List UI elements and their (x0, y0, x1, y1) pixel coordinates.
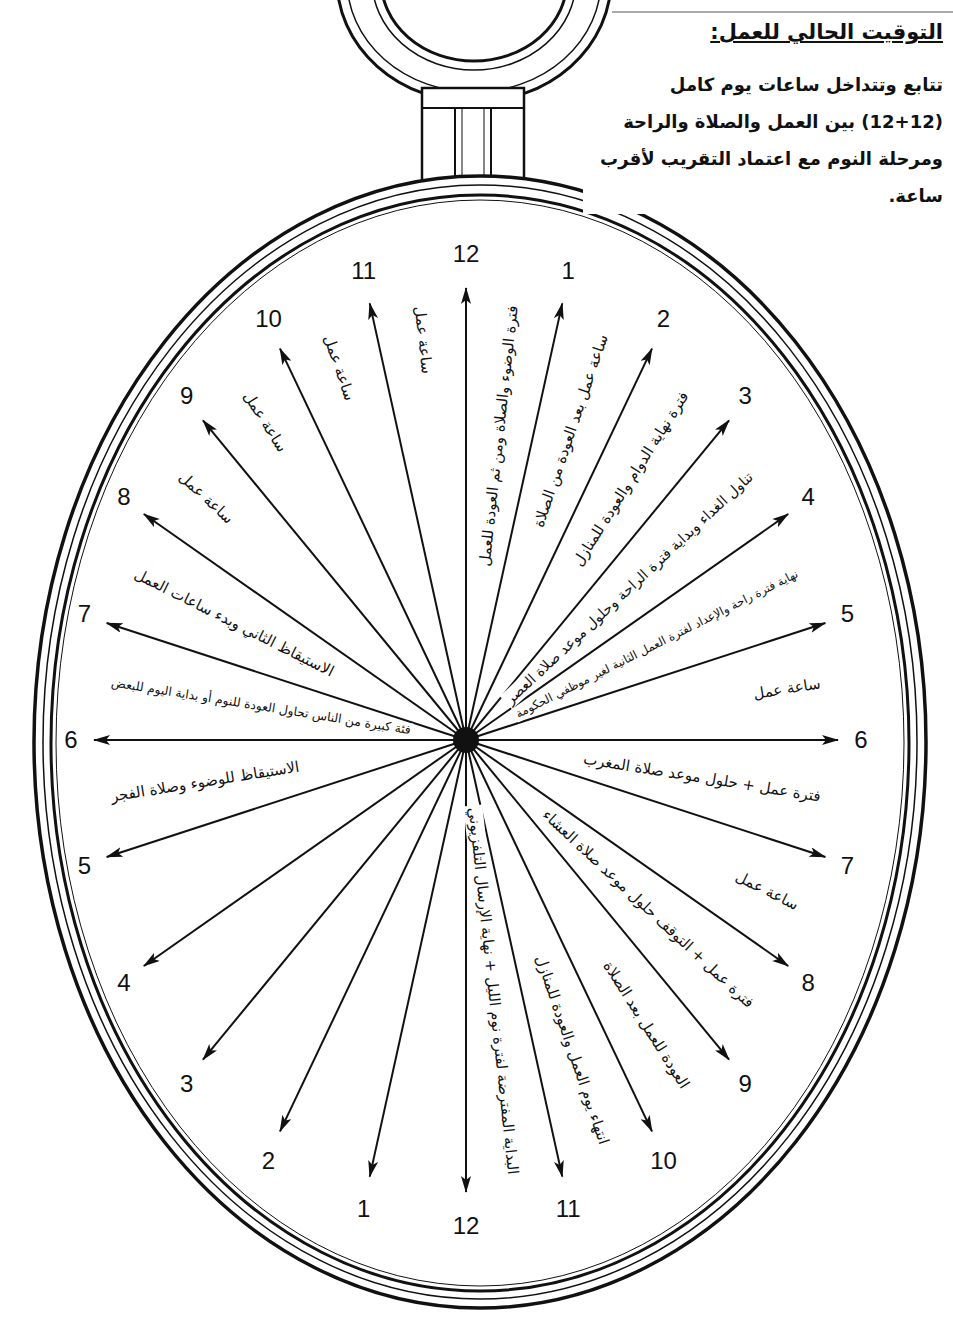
hour-ray (466, 740, 729, 1060)
description-text: تتابع وتتداخل ساعات يوم كامل (12+12) بين… (583, 66, 943, 214)
hour-number: 10 (650, 1149, 677, 1173)
hour-ray (465, 288, 467, 740)
hour-number: 4 (801, 485, 814, 509)
title-text: التوقيت الحالي للعمل: (710, 20, 943, 44)
watch-case (34, 176, 926, 1308)
hour-number: 10 (255, 307, 282, 331)
hour-ray (370, 303, 466, 740)
hour-number: 2 (657, 307, 670, 331)
hour-ray (280, 740, 466, 1131)
hour-number: 7 (78, 602, 91, 626)
hour-ray (203, 420, 466, 740)
watch-stem (422, 88, 524, 184)
hour-number: 6 (64, 728, 77, 752)
hour-ray (94, 739, 466, 741)
hour-number: 11 (556, 1197, 581, 1221)
hour-rays (94, 288, 838, 1192)
hour-number: 3 (739, 384, 752, 408)
hour-ray (466, 740, 825, 857)
hour-number: 9 (739, 1072, 752, 1096)
hour-number: 4 (117, 971, 130, 995)
hour-number: 9 (180, 384, 193, 408)
watch-bow (337, 0, 611, 102)
hour-ray (280, 349, 466, 740)
hour-number: 6 (854, 728, 867, 752)
hour-number: 11 (351, 259, 376, 283)
hour-number: 8 (117, 485, 130, 509)
dial-hub (453, 727, 479, 753)
hour-number: 1 (562, 259, 575, 283)
hour-number: 3 (180, 1072, 193, 1096)
hour-number: 5 (841, 602, 854, 626)
hour-ray (203, 740, 466, 1060)
hour-number: 8 (801, 971, 814, 995)
hour-number: 1 (357, 1197, 370, 1221)
hour-ray (370, 740, 466, 1177)
hour-number: 12 (453, 242, 480, 266)
top-rule (612, 12, 953, 13)
hour-number: 12 (453, 1214, 480, 1238)
hour-number: 7 (841, 854, 854, 878)
hour-ray (107, 740, 466, 857)
hour-ray (466, 739, 838, 741)
hour-number: 2 (262, 1149, 275, 1173)
hour-number: 5 (78, 854, 91, 878)
